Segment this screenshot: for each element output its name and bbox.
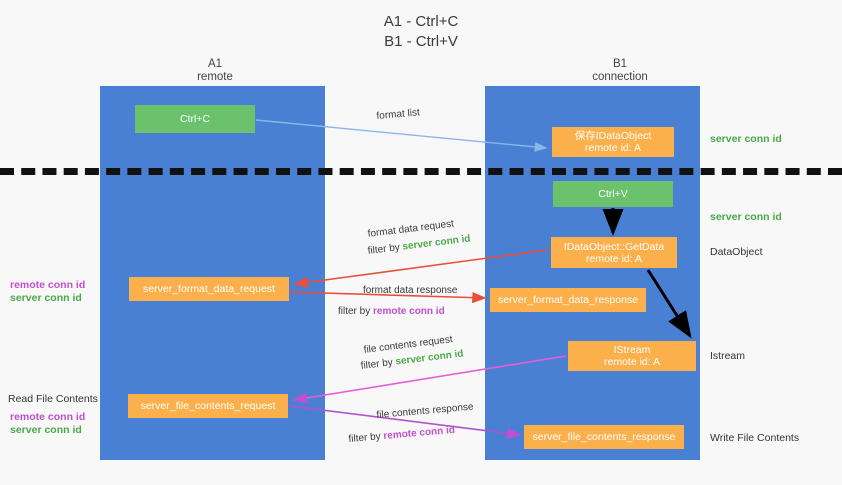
edge-label-format-list: format list (376, 107, 421, 122)
lane-a1-header: A1 remote (140, 58, 290, 84)
node-save-idataobject-line2: remote id: A (584, 142, 642, 154)
filter-prefix-2: filter by (338, 306, 374, 317)
node-istream-line2: remote id: A (603, 356, 661, 368)
node-server-format-data-request-label: server_format_data_request (143, 283, 275, 295)
node-server-file-contents-response[interactable]: server_file_contents_response (524, 425, 684, 449)
right-note-dataobject: DataObject (710, 246, 763, 258)
node-ctrl-c[interactable]: Ctrl+C (135, 105, 255, 133)
node-idataobject-getdata-line2: remote id: A (585, 252, 643, 265)
node-idataobject-getdata[interactable]: IDataObject::GetData remote id: A (551, 237, 677, 268)
left-note-conn-pair-top: remote conn id server conn id (10, 279, 85, 305)
left-note-remote-conn-id-top: remote conn id (10, 279, 86, 291)
divider-dashed (0, 168, 842, 175)
filter-prefix-1: filter by (367, 241, 404, 257)
filter-value-remote-conn-id-2: remote conn id (382, 424, 456, 442)
node-ctrl-v-line1: Ctrl+V (598, 188, 628, 200)
node-istream-line1: IStream (613, 344, 651, 356)
right-note-server-conn-id-top: server conn id (710, 133, 782, 145)
node-server-file-contents-response-label: server_file_contents_response (532, 431, 676, 443)
left-note-remote-conn-id-bottom: remote conn id (10, 411, 86, 423)
left-note-read-file-contents: Read File Contents (8, 393, 98, 405)
node-server-format-data-request[interactable]: server_format_data_request (129, 277, 289, 301)
node-save-idataobject[interactable]: 保存IDataObject remote id: A (552, 127, 674, 157)
lane-b1-title: B1 (612, 58, 628, 70)
lane-b1-header: B1 connection (545, 58, 695, 84)
node-ctrl-c-line1: Ctrl+C (179, 113, 211, 125)
left-note-conn-pair-bottom: remote conn id server conn id (10, 411, 85, 437)
edge-label-file-contents-response: file contents response (376, 401, 474, 421)
node-ctrl-v[interactable]: Ctrl+V (553, 181, 673, 207)
filter-value-server-conn-id-1: server conn id (401, 233, 472, 253)
lane-a1-title: A1 (207, 58, 223, 70)
node-server-format-data-response[interactable]: server_format_data_response (490, 288, 646, 312)
node-server-file-contents-request[interactable]: server_file_contents_request (128, 394, 288, 418)
filter-prefix-4: filter by (348, 430, 384, 445)
left-note-server-conn-id-top: server conn id (10, 292, 82, 304)
node-save-idataobject-line1: 保存IDataObject (574, 130, 652, 142)
filter-prefix-3: filter by (360, 356, 397, 372)
lane-b1-subtitle: connection (592, 71, 648, 83)
edge-label-format-data-response: format data response (363, 285, 458, 296)
right-note-istream: Istream (710, 350, 746, 362)
filter-value-remote-conn-id-1: remote conn id (373, 306, 445, 317)
right-note-server-conn-id-mid: server conn id (710, 211, 782, 223)
edge-label-format-data-response-filter: filter by remote conn id (338, 305, 445, 318)
right-note-write-file-contents: Write File Contents (710, 432, 800, 444)
node-server-file-contents-request-label: server_file_contents_request (140, 400, 276, 412)
left-note-server-conn-id-bottom: server conn id (10, 424, 82, 436)
lane-a1-subtitle: remote (197, 71, 233, 83)
edge-label-file-contents-response-filter: filter by remote conn id (348, 424, 455, 446)
page-title: A1 - Ctrl+C B1 - Ctrl+V (383, 13, 459, 50)
node-istream[interactable]: IStream remote id: A (568, 341, 696, 371)
node-idataobject-getdata-line1: IDataObject::GetData (563, 240, 665, 253)
node-server-format-data-response-label: server_format_data_response (497, 294, 639, 306)
